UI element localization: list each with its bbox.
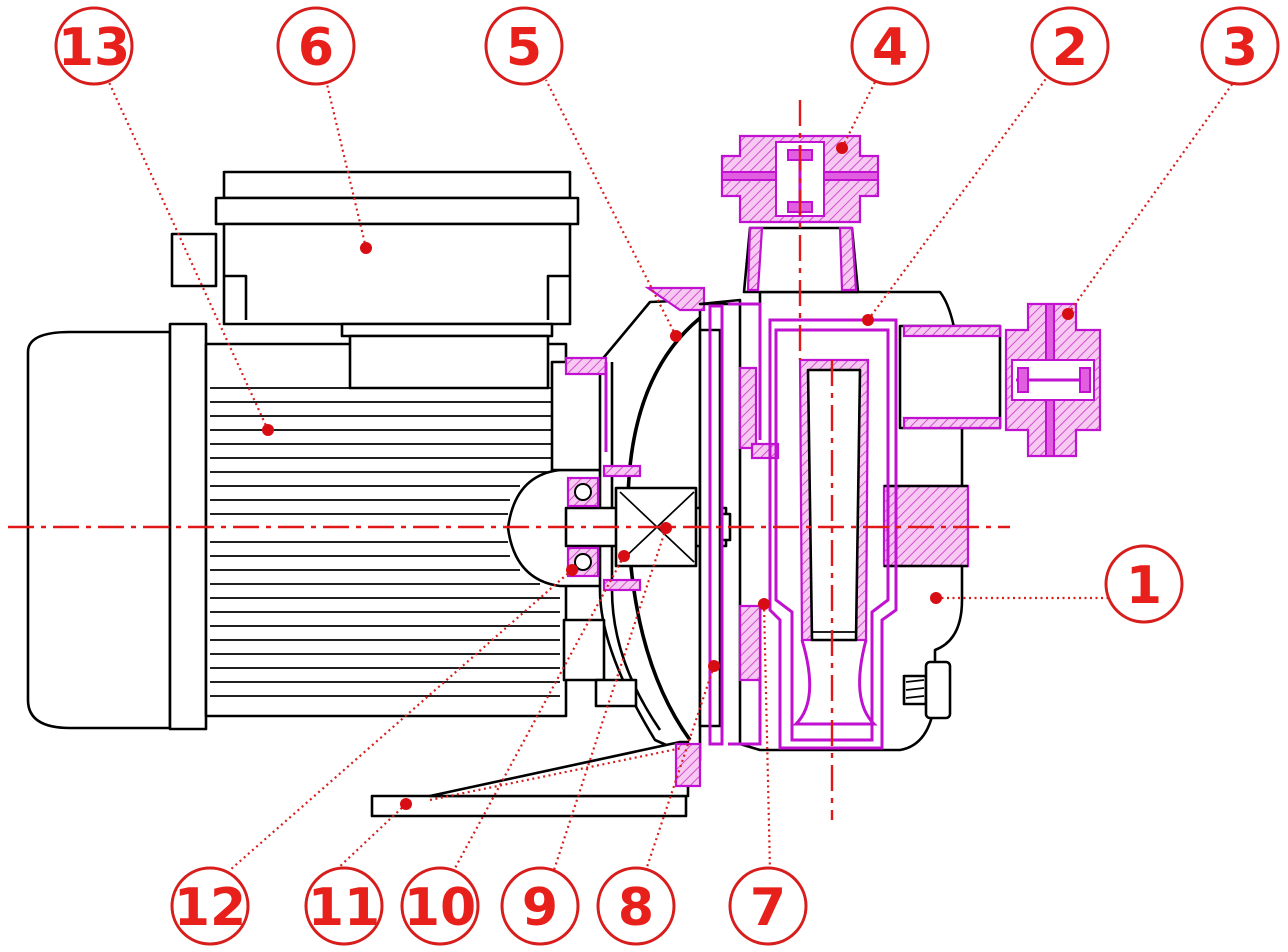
callout-8: 8 (596, 866, 676, 946)
fan-cover (26, 330, 172, 730)
callout-13: 13 (54, 6, 134, 86)
callout-1-label: 1 (1126, 556, 1162, 616)
callout-3-label: 3 (1222, 18, 1258, 78)
callout-4-label: 4 (872, 18, 908, 78)
callout-9-label: 9 (522, 878, 558, 938)
callout-10-label: 10 (404, 878, 476, 938)
terminal-box-top (214, 196, 580, 226)
callout-11: 11 (304, 866, 384, 946)
callout-dots (262, 142, 1074, 810)
callout-4: 4 (850, 6, 930, 86)
terminal-box-body (222, 222, 572, 326)
adapter-flange-bottom (674, 742, 702, 788)
callout-2-label: 2 (1052, 18, 1088, 78)
callout-6: 6 (276, 6, 356, 86)
leader-lines (106, 75, 1239, 871)
callout-8-label: 8 (618, 878, 654, 938)
callout-5-label: 5 (506, 18, 542, 78)
callout-7: 7 (728, 866, 808, 946)
adapter-flange-top (644, 286, 706, 312)
callout-12-label: 12 (174, 878, 246, 938)
callout-9: 9 (500, 866, 580, 946)
pump-housing (698, 226, 1002, 752)
suction-flange (1004, 302, 1102, 458)
callout-7-label: 7 (750, 878, 786, 938)
callout-2: 2 (1030, 6, 1110, 86)
callout-13-label: 13 (58, 18, 130, 78)
callout-5: 5 (484, 6, 564, 86)
callout-3: 3 (1200, 6, 1280, 86)
motor (26, 170, 614, 731)
cable-gland (170, 232, 218, 288)
callout-12: 12 (170, 866, 250, 946)
impeller (774, 328, 890, 742)
cooling-fins (210, 387, 560, 697)
callout-1: 1 (1104, 544, 1184, 624)
callout-6-label: 6 (298, 18, 334, 78)
terminal-box-lid (222, 170, 572, 200)
callout-11-label: 11 (308, 878, 380, 938)
base-foot (370, 794, 688, 818)
callout-10: 10 (400, 866, 480, 946)
